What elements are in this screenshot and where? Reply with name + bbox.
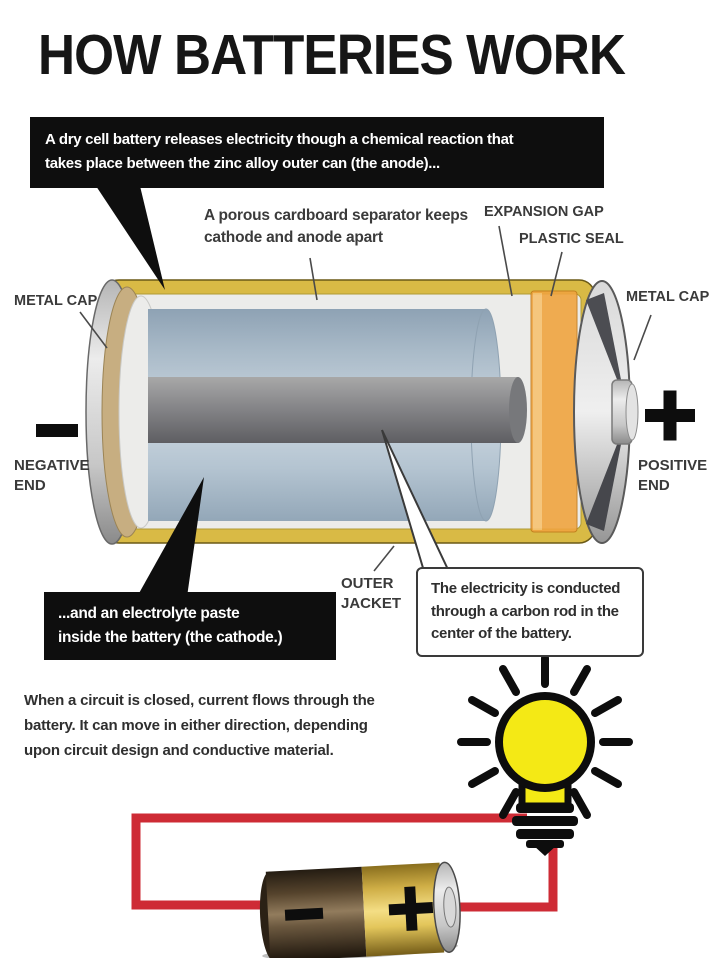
circuit-paragraph: When a circuit is closed, current flows …	[24, 688, 375, 763]
leader-separator	[309, 257, 318, 301]
callout-carbon-line3: center of the battery.	[431, 625, 572, 642]
callout-anode-line1: A dry cell battery releases electricity …	[45, 131, 514, 148]
leader-metal-cap-right	[633, 314, 652, 361]
separator-note-line2: cathode and anode apart	[204, 229, 383, 247]
callout-carbon-line2: through a carbon rod in the	[431, 602, 619, 620]
metal-cap-right-shape	[573, 280, 639, 544]
plus-symbol-small	[388, 886, 434, 931]
callout-carbon-line1: The electricity is conducted	[431, 580, 621, 597]
circuit-paragraph-line1: When a circuit is closed, current flows …	[24, 692, 375, 709]
callout-cathode-line2: inside the battery (the cathode.)	[58, 629, 283, 647]
circuit-wires	[131, 813, 558, 912]
leader-lines	[79, 225, 652, 572]
callout-tail-anode	[96, 186, 165, 290]
bulb-rays	[457, 654, 633, 819]
plastic-seal-shape	[530, 290, 578, 533]
callout-anode-line2: takes place between the zinc alloy outer…	[45, 155, 440, 173]
small-battery	[259, 861, 461, 958]
leader-expansion-gap	[498, 225, 513, 297]
bulb-base	[512, 803, 578, 856]
callout-cathode: ...and an electrolyte paste inside the b…	[44, 592, 336, 661]
leader-metal-cap-left	[79, 311, 108, 349]
circuit-paragraph-line3: upon circuit design and conductive mater…	[24, 742, 334, 760]
label-plastic-seal: PLASTIC SEAL	[519, 231, 624, 247]
circuit-paragraph-line2: battery. It can move in either direction…	[24, 717, 368, 735]
leader-plastic-seal	[550, 251, 563, 297]
battery-cutaway	[85, 279, 639, 545]
negative-symbol	[36, 424, 78, 437]
circuit-wire-right	[460, 848, 558, 912]
separator-note-line1: A porous cardboard separator keeps	[204, 207, 468, 224]
label-negative-end: NEGATIVE END	[14, 457, 90, 494]
label-metal-cap-left: METAL CAP	[14, 293, 98, 309]
circuit-wire-left	[131, 813, 527, 910]
bulb-globe	[495, 692, 595, 792]
light-bulb	[457, 654, 633, 856]
label-positive-end: POSITIVE END	[638, 457, 708, 494]
label-outer-jacket: OUTER JACKET	[341, 575, 402, 612]
callout-tail-cathode	[133, 477, 204, 604]
minus-symbol-small	[284, 907, 324, 921]
label-expansion-gap: EXPANSION GAP	[484, 204, 604, 220]
carbon-rod-shape	[148, 377, 527, 443]
page-title: HOW BATTERIES WORK	[38, 23, 626, 87]
leader-outer-jacket	[373, 545, 395, 572]
separator-note: A porous cardboard separator keeps catho…	[204, 205, 468, 250]
positive-symbol	[645, 390, 695, 441]
label-metal-cap-right: METAL CAP	[626, 289, 710, 305]
callout-cathode-line1: ...and an electrolyte paste	[58, 605, 240, 622]
callout-carbon-rod: The electricity is conducted through a c…	[416, 567, 644, 657]
callout-anode: A dry cell battery releases electricity …	[30, 117, 604, 188]
